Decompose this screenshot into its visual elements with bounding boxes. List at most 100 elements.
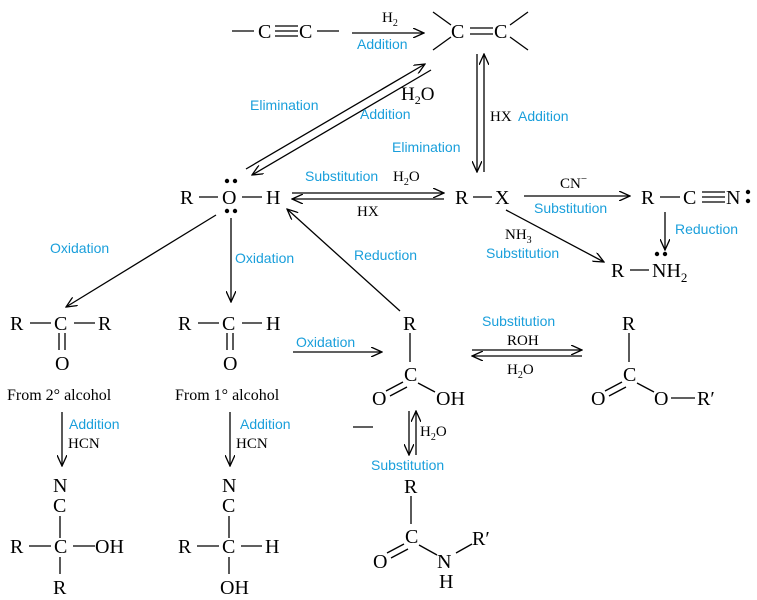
reaction-type-label: Reduction <box>354 247 417 263</box>
atom-c: C <box>405 526 418 548</box>
atom-c: C <box>299 21 312 43</box>
lone-pair-dots <box>745 189 751 204</box>
arrow <box>287 209 401 312</box>
arrow-addition <box>252 69 432 175</box>
atom-c: C <box>54 313 67 335</box>
amine-molecule: R NH2 <box>611 251 687 285</box>
atom-c: C <box>53 495 66 517</box>
atom-o: O <box>372 388 386 410</box>
reaction-alkyne-to-alkene: H2 Addition <box>352 10 424 52</box>
atom-o: O <box>223 353 237 375</box>
reaction-type-label: Substitution <box>305 168 378 184</box>
ketone-molecule: R C R O <box>10 313 112 375</box>
reagent: NH3 <box>505 227 532 246</box>
atom-o: O <box>373 551 387 573</box>
atom-c: C <box>54 536 67 558</box>
reaction-type-label: Substitution <box>486 245 559 261</box>
reaction-acid-ester: Substitution ROH H2O <box>472 313 582 381</box>
atom-h: H <box>266 187 280 209</box>
lone-pair-dots <box>224 178 238 214</box>
aldehyde-molecule: R C H O <box>178 313 280 375</box>
reaction-alcohol-to-ketone: Oxidation <box>50 214 217 307</box>
atom-c: C <box>404 364 417 386</box>
reaction-ketone-to-cyanohydrin: Addition HCN <box>62 412 120 466</box>
reaction-type-label-elimination: Elimination <box>250 97 318 113</box>
atom-o: O <box>55 353 69 375</box>
atom-h: H <box>266 313 280 335</box>
reaction-nitrile-to-amine: Reduction <box>665 212 738 250</box>
ester-molecule: R C O O R′ <box>591 313 715 410</box>
atom-n: N <box>437 551 451 573</box>
cyanohydrin-aldehyde-molecule: N C R C H OH <box>178 475 279 599</box>
triple-bond <box>702 191 725 203</box>
atom-c: C <box>451 21 464 43</box>
reaction-halide-to-nitrile: CN− Substitution <box>524 173 630 216</box>
arrow <box>66 214 217 307</box>
reaction-type-label: Oxidation <box>235 250 294 266</box>
carboxylic-acid-molecule: R C O OH <box>372 313 465 410</box>
reagent: H2O <box>401 84 434 107</box>
alkene-molecule: C C <box>432 11 529 51</box>
lone-pair-dots <box>654 251 668 257</box>
arrow-elimination <box>245 64 425 170</box>
atom-r: R <box>611 260 625 282</box>
ketone-caption: From 2° alcohol <box>7 387 112 404</box>
reagent-bottom: H2O <box>507 362 534 381</box>
triple-bond <box>275 25 298 37</box>
atom-r: R <box>403 313 417 335</box>
atom-o: O <box>654 388 668 410</box>
reagent: HCN <box>68 436 100 452</box>
atom-c: C <box>222 495 235 517</box>
arrow <box>505 209 604 262</box>
atom-h: H <box>265 536 279 558</box>
aldehyde-caption: From 1° alcohol <box>175 387 280 404</box>
reaction-type-label: Oxidation <box>50 240 109 256</box>
reaction-type-label: Substitution <box>534 200 607 216</box>
atom-n: N <box>726 187 740 209</box>
reaction-type-label-addition: Addition <box>360 106 411 122</box>
reagent: H2O <box>420 424 447 443</box>
reagent: H2 <box>382 10 398 29</box>
atom-r: R <box>641 187 655 209</box>
atom-oh: OH <box>220 577 249 599</box>
atom-o: O <box>591 388 605 410</box>
amide-molecule: R C O N H R′ <box>373 476 490 593</box>
nitrile-molecule: R C N <box>641 187 751 209</box>
atom-r: R <box>455 187 469 209</box>
cyanohydrin-ketone-molecule: N C R C OH R <box>10 475 124 599</box>
reaction-type-label: Addition <box>69 416 120 432</box>
reaction-type-label: Oxidation <box>296 334 355 350</box>
atom-c: C <box>683 187 696 209</box>
reagent-top: H2O <box>393 169 420 188</box>
alkyne-molecule: C C <box>232 21 339 43</box>
atom-r: R <box>404 476 418 498</box>
reagent: HCN <box>236 436 268 452</box>
atom-x: X <box>495 187 510 209</box>
reagent: HX <box>490 109 512 125</box>
atom-r: R <box>10 536 24 558</box>
double-bond <box>470 27 493 35</box>
reaction-halide-to-amine: NH3 Substitution <box>486 209 604 262</box>
alkyl-halide-molecule: R X <box>455 187 510 209</box>
reaction-type-label: Addition <box>357 36 408 52</box>
reaction-alcohol-halide: Substitution H2O HX <box>292 168 444 220</box>
reaction-type-label-addition: Addition <box>518 108 569 124</box>
reaction-type-label: Reduction <box>675 221 738 237</box>
reaction-alcohol-to-aldehyde: Oxidation <box>231 218 294 302</box>
reagent-bottom: HX <box>357 204 379 220</box>
atom-r: R <box>178 536 192 558</box>
atom-c: C <box>258 21 271 43</box>
atom-r: R <box>178 313 192 335</box>
atom-o: O <box>222 187 236 209</box>
reaction-aldehyde-to-acid: Oxidation <box>293 334 382 352</box>
reaction-alkene-alcohol: Elimination H2O Addition <box>245 64 434 175</box>
atom-oh: OH <box>95 536 124 558</box>
atom-r: R <box>622 313 636 335</box>
reagent-top: ROH <box>507 333 539 349</box>
amine-group: NH2 <box>652 260 687 285</box>
atom-r-prime: R′ <box>472 528 490 550</box>
atom-r: R <box>98 313 112 335</box>
atom-r: R <box>10 313 24 335</box>
